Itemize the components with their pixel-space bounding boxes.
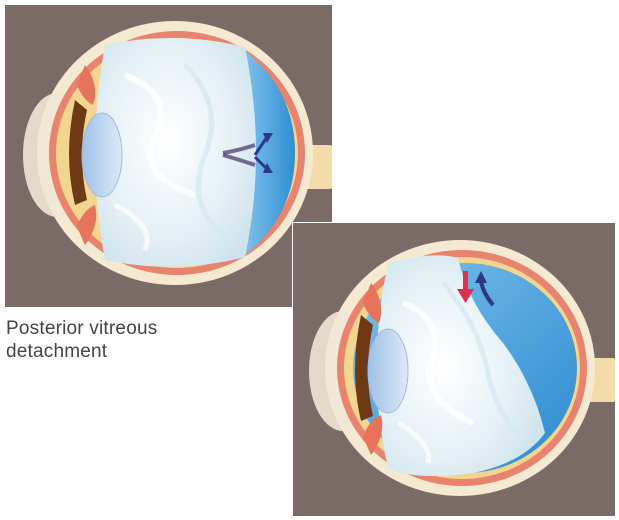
eye-cross-section-attached: [5, 5, 332, 307]
caption-line-2: detachment: [6, 340, 206, 363]
figure-caption: Posterior vitreous detachment: [6, 317, 206, 363]
eye-diagram-attached: [5, 5, 332, 307]
caption-line-1: Posterior vitreous: [6, 317, 206, 340]
eye-cross-section-detached: [293, 223, 615, 516]
lens: [368, 329, 408, 413]
lens: [82, 113, 122, 197]
eye-diagram-detached: [293, 223, 615, 516]
